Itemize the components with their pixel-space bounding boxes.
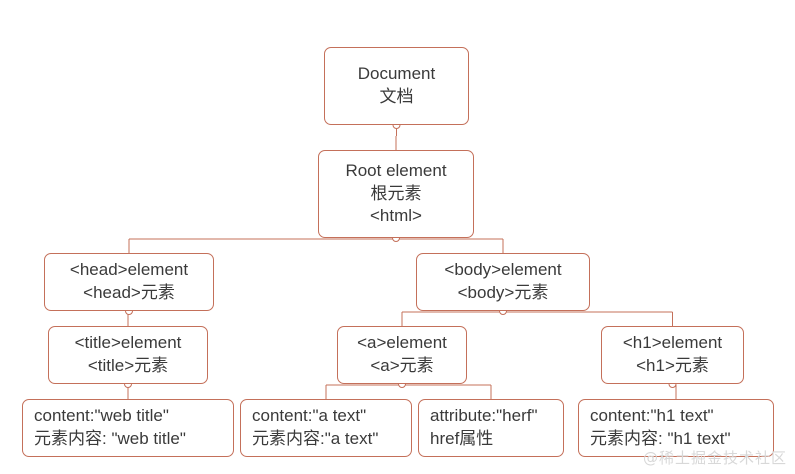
node-head-element-line-1: <head>element xyxy=(69,260,189,280)
node-h1-element-line-2: <h1>元素 xyxy=(636,356,709,375)
node-h1-content-line-2: 元素内容: "h1 text" xyxy=(590,429,731,448)
node-head-element-line-2: <head>元素 xyxy=(83,283,175,302)
node-title-content-line-2: 元素内容: "web title" xyxy=(34,429,186,448)
node-body-element-line-1: <body>element xyxy=(444,260,562,280)
node-document: Document 文档 xyxy=(324,47,469,125)
node-a-attribute-line-2: href属性 xyxy=(430,429,494,448)
node-body-element-line-2: <body>元素 xyxy=(457,283,549,302)
node-h1-content-line-1: content:"h1 text" xyxy=(590,406,714,426)
node-document-line-2: 文档 xyxy=(379,87,414,106)
node-title-element-line-2: <title>元素 xyxy=(87,356,169,375)
node-a-attribute-line-1: attribute:"herf" xyxy=(430,406,538,426)
node-title-content: content:"web title" 元素内容: "web title" xyxy=(22,399,234,457)
node-a-attribute: attribute:"herf" href属性 xyxy=(418,399,564,457)
node-a-content-line-1: content:"a text" xyxy=(252,406,367,426)
node-h1-content: content:"h1 text" 元素内容: "h1 text" xyxy=(578,399,774,457)
node-body-element: <body>element <body>元素 xyxy=(416,253,590,311)
node-h1-element-line-1: <h1>element xyxy=(622,333,723,353)
node-root-element-line-1: Root element xyxy=(345,160,447,180)
node-root-element-line-3: <html> xyxy=(370,206,422,226)
node-root-element: Root element 根元素 <html> xyxy=(318,150,474,238)
node-head-element: <head>element <head>元素 xyxy=(44,253,214,311)
watermark: @稀土掘金技术社区 xyxy=(642,449,787,467)
node-a-element: <a>element <a>元素 xyxy=(337,326,467,384)
node-a-element-line-2: <a>元素 xyxy=(370,356,434,375)
node-a-content-line-2: 元素内容:"a text" xyxy=(252,429,379,448)
node-document-line-1: Document xyxy=(357,64,436,84)
node-a-content: content:"a text" 元素内容:"a text" xyxy=(240,399,412,457)
node-root-element-line-2: 根元素 xyxy=(370,183,422,203)
node-title-content-line-1: content:"web title" xyxy=(34,406,169,426)
node-h1-element: <h1>element <h1>元素 xyxy=(601,326,744,384)
node-title-element-line-1: <title>element xyxy=(74,333,182,353)
node-title-element: <title>element <title>元素 xyxy=(48,326,208,384)
node-a-element-line-1: <a>element xyxy=(357,333,447,353)
edge-group-document xyxy=(392,121,401,150)
